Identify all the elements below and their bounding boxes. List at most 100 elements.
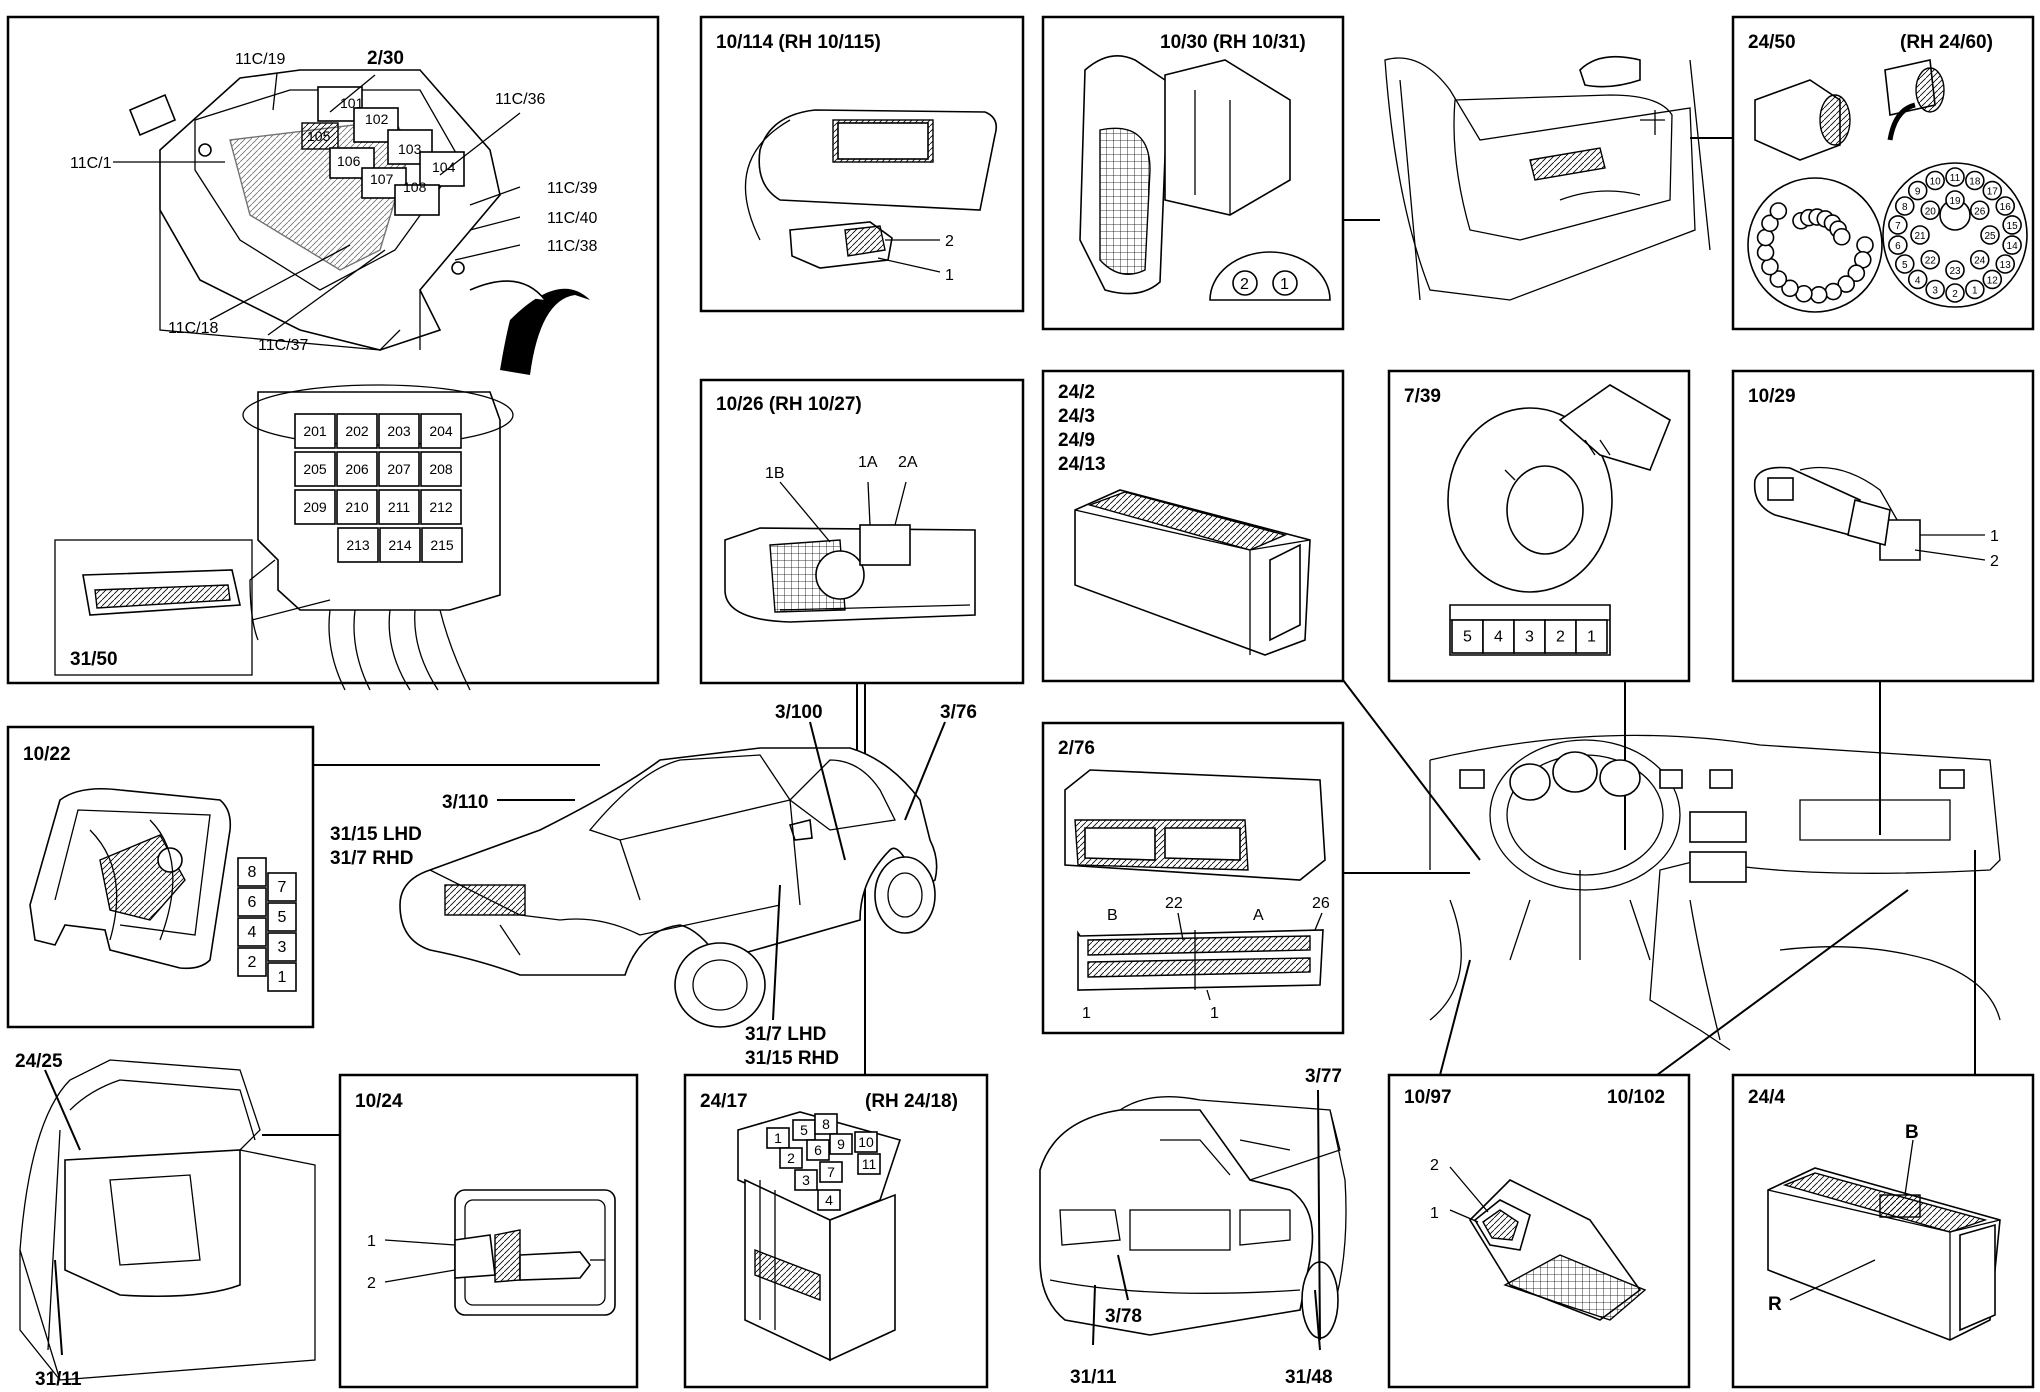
- svg-text:12: 12: [1987, 275, 1999, 286]
- svg-text:4: 4: [825, 1192, 833, 1208]
- svg-text:7: 7: [278, 879, 287, 896]
- svg-text:3: 3: [802, 1172, 810, 1188]
- svg-text:24: 24: [1974, 256, 1986, 267]
- panel-10-26-label-2a: 2A: [898, 454, 918, 471]
- svg-text:10: 10: [858, 1134, 874, 1150]
- car-label-3-76: 3/76: [940, 702, 977, 723]
- panel-10-97-title: 10/97: [1404, 1087, 1452, 1108]
- svg-text:14: 14: [2007, 241, 2019, 252]
- relay-203: 203: [378, 413, 420, 449]
- panel-24-50-pin-2: 2: [1945, 283, 1965, 303]
- panel-2-76-label-1-left: 1: [1082, 1005, 1091, 1022]
- panel-10-24-pin-2: 2: [367, 1275, 376, 1292]
- svg-text:5: 5: [1463, 629, 1472, 646]
- ceiling-light-drawing: [724, 524, 976, 623]
- relay-213: 213: [337, 527, 379, 563]
- panel-24-4-label-r: R: [1768, 1294, 1782, 1315]
- connector-pin-dot: [1781, 279, 1799, 298]
- svg-text:1: 1: [1587, 629, 1596, 646]
- panel-10-97-title-b: 10/102: [1607, 1087, 1665, 1108]
- fusebox-label-11c38: 11C/38: [547, 238, 598, 255]
- panel-24-17-pin-9: 9: [829, 1133, 853, 1155]
- rear-callouts: [1092, 1089, 1321, 1351]
- connector-pin-dot: [1761, 214, 1779, 233]
- panel-24-50-pin-25: 25: [1980, 225, 2000, 245]
- control-unit-drawing: [1074, 489, 1311, 656]
- relay-105: 105: [307, 128, 331, 144]
- svg-text:17: 17: [1987, 187, 1999, 198]
- lamp-drawing: [1079, 54, 1291, 295]
- svg-text:15: 15: [2007, 221, 2019, 232]
- panel-24-50-pin-9: 9: [1907, 180, 1928, 201]
- trunk-drawing: [19, 1059, 316, 1381]
- panel-10-97-pin-1: 1: [1430, 1205, 1439, 1222]
- panel-24-2-title-3: 24/9: [1058, 430, 1095, 451]
- switch-drawing: [1447, 384, 1671, 593]
- panel-24-17-pin-10: 10: [854, 1131, 878, 1153]
- svg-text:23: 23: [1949, 266, 1961, 277]
- svg-text:5: 5: [800, 1122, 808, 1138]
- fusebox-label-11c19: 11C/19: [235, 51, 286, 68]
- overhead-light-drawing: [29, 787, 232, 970]
- panel-2-76-label-b: B: [1107, 907, 1118, 924]
- panel-24-17-pin-11: 11: [857, 1153, 881, 1175]
- svg-text:3: 3: [1932, 286, 1938, 297]
- connector-pin-dot: [1847, 264, 1866, 282]
- relay-208: 208: [420, 451, 462, 487]
- connector-pin-dot: [1824, 282, 1843, 301]
- door-drawing: [1384, 55, 1711, 301]
- panel-24-50-pin-13: 13: [1995, 254, 2016, 274]
- svg-text:6: 6: [814, 1142, 822, 1158]
- relay-207: 207: [378, 451, 420, 487]
- car-label-31-15-lhd: 31/15 LHD: [330, 824, 422, 845]
- connector-pin-dot: [1856, 236, 1874, 254]
- door-lamp-drawing: [1753, 466, 1921, 561]
- svg-text:211: 211: [388, 499, 411, 515]
- panel-2-76-label-a: A: [1253, 907, 1264, 924]
- svg-text:201: 201: [303, 423, 327, 439]
- panel-10-24-title: 10/24: [355, 1091, 403, 1112]
- panel-10-24-pin-1: 1: [367, 1233, 376, 1250]
- panel-24-2: 24/2 24/3 24/9 24/13: [1041, 369, 1345, 683]
- svg-text:7: 7: [1895, 221, 1901, 232]
- svg-text:8: 8: [1902, 202, 1908, 213]
- panel-10-26: 10/26 (RH 10/27) 1B 1A 2A: [699, 378, 1025, 685]
- panel-24-17-title: 24/17: [700, 1091, 748, 1112]
- svg-text:207: 207: [387, 461, 411, 477]
- relay-106: 106: [337, 153, 361, 169]
- panel-24-50-pin-21: 21: [1910, 225, 1930, 245]
- panel-10-29: 10/29 1 2: [1731, 369, 2035, 683]
- svg-text:214: 214: [388, 537, 412, 553]
- panel-2-76-label-22: 22: [1165, 895, 1183, 912]
- panel-24-2-title-2: 24/3: [1058, 406, 1095, 427]
- panel-10-114-pin-2: 2: [945, 233, 954, 250]
- trunk-light-drawing: [454, 1189, 616, 1316]
- fusebox-label-2-30: 2/30: [367, 48, 404, 69]
- panel-24-50-pin-3: 3: [1925, 279, 1945, 300]
- control-module-drawing: [1767, 1167, 2001, 1341]
- panel-24-50-pin-6: 6: [1888, 235, 1908, 255]
- panel-10-22-pin-8: 8: [237, 857, 267, 887]
- fusebox-label-11c37: 11C/37: [258, 337, 309, 354]
- panel-24-50-pin-19: 19: [1945, 190, 1965, 210]
- panel-24-50-pin-22: 22: [1920, 249, 1941, 270]
- car-label-3-100: 3/100: [775, 702, 823, 723]
- connector-pin-dot: [1809, 286, 1828, 304]
- svg-text:13: 13: [2000, 260, 2012, 271]
- panel-24-50-pin-7: 7: [1888, 215, 1908, 235]
- svg-text:210: 210: [345, 499, 369, 515]
- panel-24-50-pin-15: 15: [2002, 215, 2022, 235]
- panel-24-17-pin-2: 2: [779, 1147, 803, 1169]
- sun-visor-drawing: [744, 109, 998, 269]
- svg-text:25: 25: [1984, 231, 1996, 242]
- fusebox-label-11c1: 11C/1: [70, 155, 112, 172]
- svg-text:212: 212: [429, 499, 453, 515]
- panel-10-30-pin-1: 1: [1280, 276, 1289, 293]
- footwell-light-drawing: [1468, 1179, 1647, 1321]
- car-label-31-7-lhd: 31/7 LHD: [745, 1024, 826, 1045]
- connector-pin-dot: [1769, 270, 1788, 288]
- panel-24-50-pin-14: 14: [2002, 235, 2022, 255]
- panel-10-24: 10/24 1 2: [338, 1073, 639, 1389]
- connector-pin-dot: [1756, 243, 1775, 262]
